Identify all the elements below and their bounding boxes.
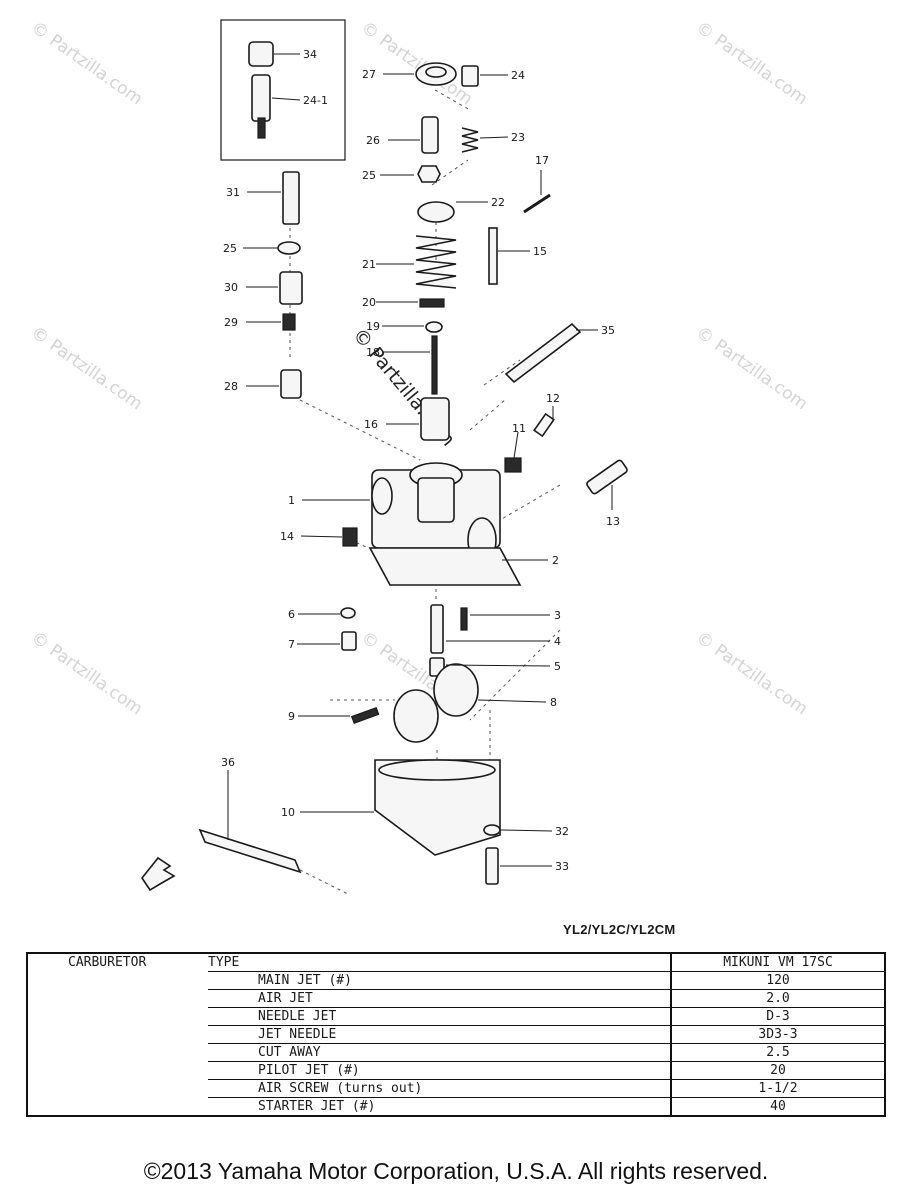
spec-value: MIKUNI VM 17SC: [671, 953, 885, 972]
callout-label: 10: [281, 806, 295, 819]
callout-label: 17: [535, 154, 549, 167]
callout-label: 3: [554, 609, 561, 622]
spec-label: CUT AWAY: [208, 1043, 672, 1062]
watermark-group: © Partzilla.com © Partzilla.com © Partzi…: [27, 18, 811, 720]
carburetor-exploded-diagram: © Partzilla.com © Partzilla.com © Partzi…: [27, 18, 811, 896]
callout-label: 25: [223, 242, 237, 255]
parts: [141, 41, 628, 892]
inset-box: [220, 19, 346, 161]
spec-label: JET NEEDLE: [208, 1025, 672, 1044]
callout-label: 13: [606, 515, 620, 528]
watermark: © Partzilla.com: [27, 323, 146, 415]
callout-label: 33: [555, 860, 569, 873]
spec-value: 1-1/2: [671, 1079, 885, 1098]
callout-label: 5: [554, 660, 561, 673]
callout-label: 18: [366, 346, 380, 359]
table-row: MAIN JET (#) 120: [27, 971, 885, 990]
callout-label: 6: [288, 608, 295, 621]
watermark: © Partzilla.com: [27, 628, 146, 720]
callout-label: 31: [226, 186, 240, 199]
copyright-notice: ©2013 Yamaha Motor Corporation, U.S.A. A…: [143, 1158, 769, 1184]
spec-value: 20: [671, 1061, 885, 1080]
callout-label: 20: [362, 296, 376, 309]
callout-label: 9: [288, 710, 295, 723]
leader-lines: [227, 53, 613, 867]
callout-label: 1: [288, 494, 295, 507]
callout-label: 27: [362, 68, 376, 81]
table-row: CARBURETOR TYPE MIKUNI VM 17SC: [27, 953, 885, 972]
spec-label: AIR SCREW (turns out): [208, 1079, 672, 1098]
watermark: © Partzilla.com: [692, 628, 811, 720]
callout-label: 34: [303, 48, 317, 61]
spec-label: STARTER JET (#): [208, 1097, 672, 1116]
spec-label: TYPE: [208, 953, 672, 972]
table-row: NEEDLE JET D-3: [27, 1007, 885, 1026]
spec-label: MAIN JET (#): [208, 971, 672, 990]
callout-label: 26: [366, 134, 380, 147]
callout-label: 35: [601, 324, 615, 337]
callout-label: 11: [512, 422, 526, 435]
callout-label: 14: [280, 530, 294, 543]
spec-section: CARBURETOR: [68, 955, 147, 971]
callout-label: 25: [362, 169, 376, 182]
spec-value: 40: [770, 1099, 786, 1114]
callout-label: 12: [546, 392, 560, 405]
callout-label: 23: [511, 131, 525, 144]
spec-value: 2.0: [671, 989, 885, 1008]
callout-label: 15: [533, 245, 547, 258]
spec-label: PILOT JET (#): [208, 1061, 672, 1080]
callout-labels: 34 24-1 27 24 26 23 17 25 22 31 15 25 21…: [221, 48, 620, 873]
callout-label: 19: [366, 320, 380, 333]
table-row: JET NEEDLE 3D3-3: [27, 1025, 885, 1044]
callout-label: 29: [224, 316, 238, 329]
callout-label: 2: [552, 554, 559, 567]
watermark: © Partzilla.com: [357, 18, 476, 110]
spec-label: NEEDLE JET: [208, 1007, 672, 1026]
carburetor-spec-table: CARBURETOR TYPE MIKUNI VM 17SC MAIN JET …: [26, 952, 886, 1117]
callout-label: 8: [550, 696, 557, 709]
callout-label: 4: [554, 635, 561, 648]
table-row: AIR SCREW (turns out) 1-1/2: [27, 1079, 885, 1098]
table-row: CUT AWAY 2.5: [27, 1043, 885, 1062]
callout-label: 24: [511, 69, 525, 82]
spec-label: AIR JET: [208, 989, 672, 1008]
spec-value: 3D3-3: [671, 1025, 885, 1044]
table-row: AIR JET 2.0: [27, 989, 885, 1008]
watermark: © Partzilla.com: [692, 323, 811, 415]
spec-value: 120: [671, 971, 885, 990]
callout-label: 21: [362, 258, 376, 271]
spec-value: 2.5: [671, 1043, 885, 1062]
table-row: STARTER JET (#) 40: [27, 1097, 885, 1116]
callout-label: 28: [224, 380, 238, 393]
callout-label: 36: [221, 756, 235, 769]
callout-label: 16: [364, 418, 378, 431]
callout-label: 7: [288, 638, 295, 651]
callout-label: 32: [555, 825, 569, 838]
model-label: YL2/YL2C/YL2CM: [563, 922, 676, 937]
watermark: © Partzilla.com: [692, 18, 811, 110]
watermark: © Partzilla.com: [27, 18, 146, 110]
spec-value: D-3: [671, 1007, 885, 1026]
callout-label: 24-1: [303, 94, 328, 107]
callout-label: 30: [224, 281, 238, 294]
table-row: PILOT JET (#) 20: [27, 1061, 885, 1080]
callout-label: 22: [491, 196, 505, 209]
